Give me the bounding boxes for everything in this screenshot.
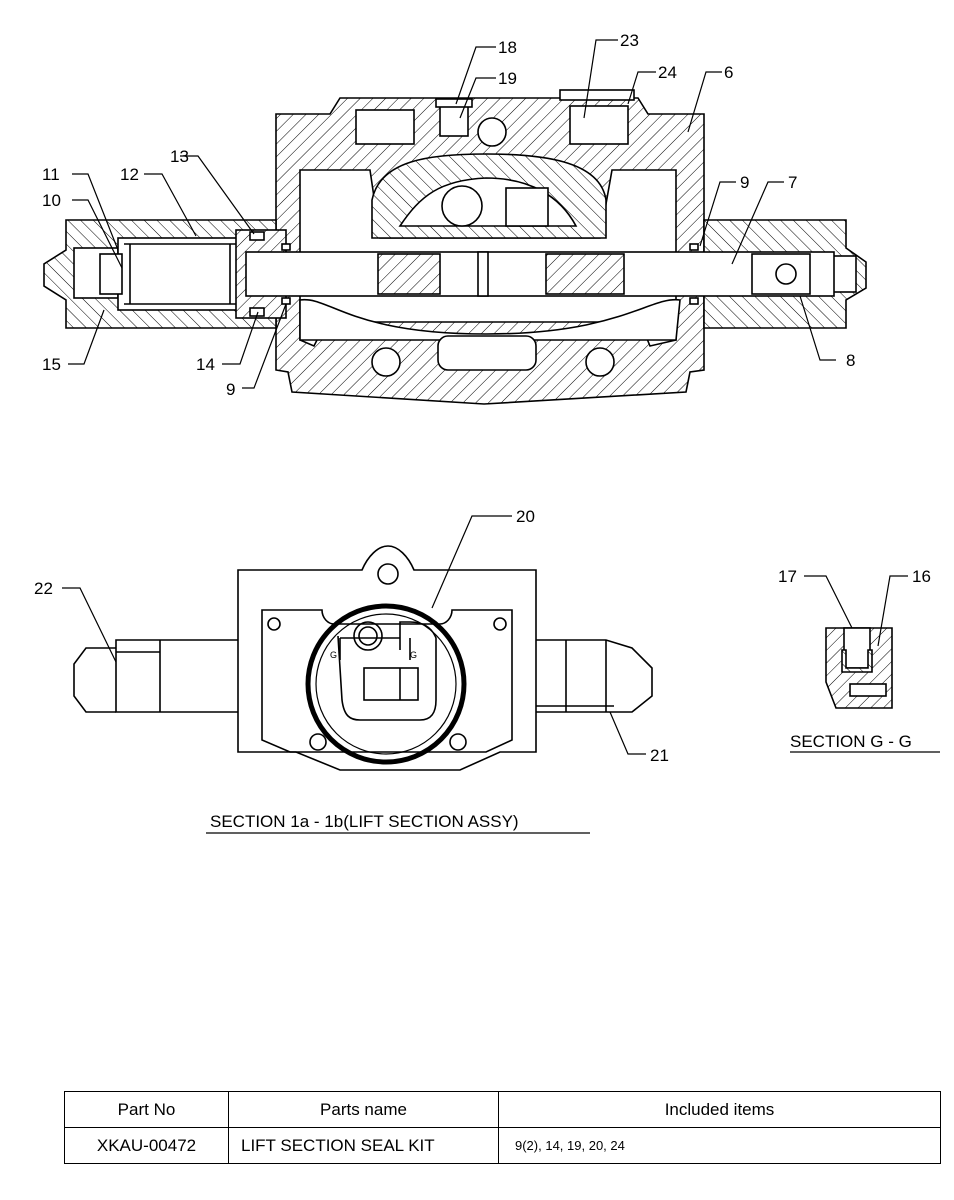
- callout-24: 24: [658, 63, 677, 82]
- table-row: XKAU-00472 LIFT SECTION SEAL KIT 9(2), 1…: [64, 1127, 941, 1164]
- callout-15: 15: [42, 355, 61, 374]
- leader-lines-bottom: [62, 515, 940, 834]
- parts-table: Part No Parts name Included items XKAU-0…: [64, 1091, 941, 1164]
- callout-21: 21: [650, 746, 669, 765]
- cell-part-no: XKAU-00472: [64, 1127, 229, 1164]
- header-parts-name: Parts name: [228, 1091, 499, 1128]
- callout-19: 19: [498, 69, 517, 88]
- callout-22: 22: [34, 579, 53, 598]
- callout-12: 12: [120, 165, 139, 184]
- callout-labels: 18 19 23 24 6 13 12 11 10 9 7 8 15 14 9 …: [34, 31, 931, 831]
- callout-7: 7: [788, 173, 797, 192]
- lift-section-drawing: 18 19 23 24 6 13 12 11 10 9 7 8 15 14 9 …: [34, 31, 940, 834]
- callout-23: 23: [620, 31, 639, 50]
- leader-lines-top: [68, 39, 836, 389]
- callout-9-right: 9: [740, 173, 749, 192]
- callout-16: 16: [912, 567, 931, 586]
- valve-cross-section: [43, 89, 867, 405]
- spool: [245, 251, 835, 297]
- section-g-g-detail: [825, 627, 893, 709]
- caption-section-g-g: SECTION G - G: [790, 732, 912, 751]
- callout-14: 14: [196, 355, 215, 374]
- callout-11: 11: [42, 165, 60, 184]
- callout-10: 10: [42, 191, 61, 210]
- caption-lift-section: SECTION 1a - 1b(LIFT SECTION ASSY): [210, 812, 519, 831]
- callout-20: 20: [516, 507, 535, 526]
- callout-18: 18: [498, 38, 517, 57]
- cell-included-items: 9(2), 14, 19, 20, 24: [498, 1127, 941, 1164]
- section-mark-g-left: G: [330, 650, 337, 660]
- cell-parts-name: LIFT SECTION SEAL KIT: [228, 1127, 499, 1164]
- callout-6: 6: [724, 63, 733, 82]
- section-mark-g-right: G: [410, 650, 417, 660]
- callout-9-left: 9: [226, 380, 235, 399]
- callout-17: 17: [778, 567, 797, 586]
- lift-section-front-view: [73, 545, 653, 771]
- callout-13: 13: [170, 147, 189, 166]
- o-ring-20: [305, 603, 467, 765]
- header-part-no: Part No: [64, 1091, 229, 1128]
- callout-8: 8: [846, 351, 855, 370]
- header-included-items: Included items: [498, 1091, 941, 1128]
- table-header-row: Part No Parts name Included items: [64, 1091, 941, 1128]
